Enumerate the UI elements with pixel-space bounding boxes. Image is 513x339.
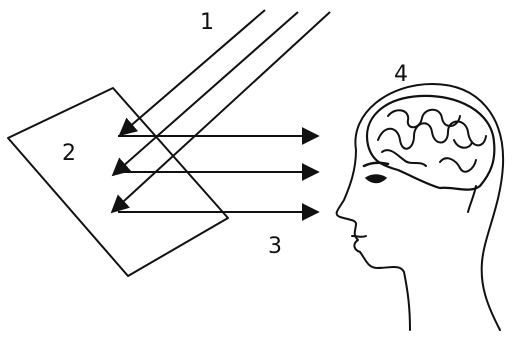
label-2: 2 bbox=[62, 143, 76, 165]
label-4: 4 bbox=[394, 64, 408, 86]
label-3: 3 bbox=[268, 236, 282, 258]
label-1: 1 bbox=[200, 12, 214, 34]
reflecting-sheet bbox=[8, 88, 228, 276]
eye bbox=[366, 175, 386, 183]
incoming-ray-1 bbox=[120, 10, 265, 135]
mouth bbox=[352, 236, 366, 237]
brain-folds bbox=[378, 110, 486, 172]
head-outline bbox=[337, 84, 504, 330]
incoming-ray-2 bbox=[113, 12, 298, 175]
incoming-ray-3 bbox=[112, 12, 330, 212]
